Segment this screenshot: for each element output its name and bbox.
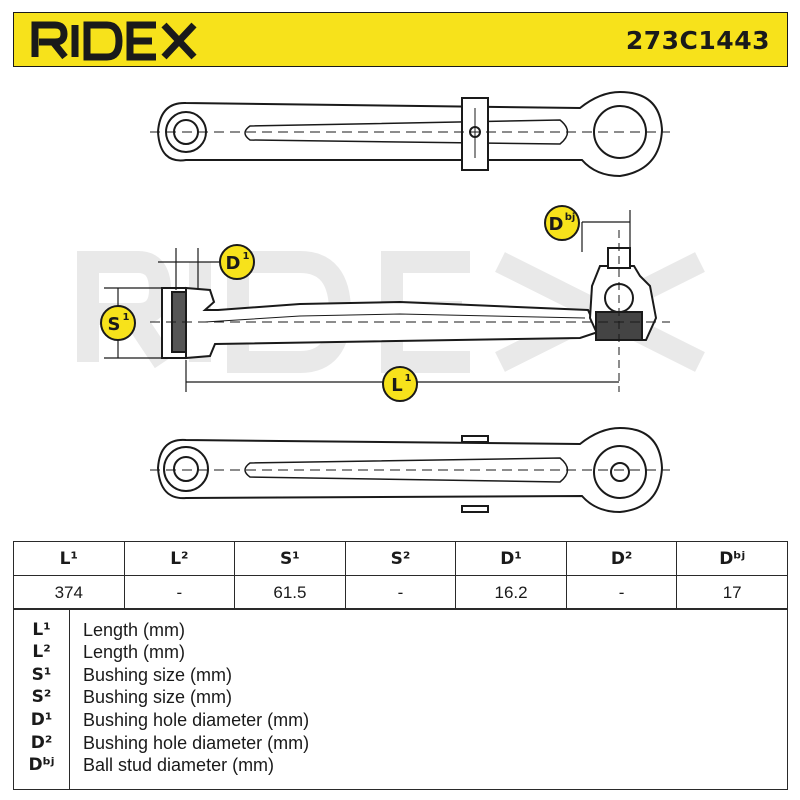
legend: L¹ Length (mm) L² Length (mm) S¹ Bushing… [13, 608, 788, 790]
spec-value-row: 374 - 61.5 - 16.2 - 17 [13, 575, 788, 610]
value-l1: 374 [13, 575, 125, 610]
ridex-logo [31, 21, 197, 61]
header-s2: S² [344, 541, 457, 576]
legend-item: D² Bushing hole diameter (mm) [14, 732, 787, 754]
legend-symbol: L² [32, 642, 51, 662]
callout-d1-base: D [226, 253, 241, 274]
spec-table: L¹ L² S¹ S² D¹ D² Dᵇʲ 374 - 61.5 - 16.2 … [13, 541, 788, 610]
callout-s1-base: S [108, 314, 121, 335]
legend-symbol: L¹ [32, 620, 51, 640]
value-l2: - [123, 575, 236, 610]
legend-divider [69, 609, 70, 789]
callout-d1: D 1 [219, 244, 255, 280]
callout-dbj-sup: bj [565, 212, 576, 223]
legend-item: D¹ Bushing hole diameter (mm) [14, 709, 787, 731]
value-s2: - [344, 575, 457, 610]
legend-item: Dᵇʲ Ball stud diameter (mm) [14, 754, 787, 776]
arm-side-view [150, 230, 670, 392]
header-s1: S¹ [234, 541, 346, 576]
header-d1: D¹ [455, 541, 567, 576]
spec-header-row: L¹ L² S¹ S² D¹ D² Dᵇʲ [13, 541, 788, 576]
callout-d1-sup: 1 [243, 251, 250, 262]
arm-top-view [150, 90, 670, 178]
value-dbj: 17 [676, 575, 788, 610]
header-bar: 273C1443 [13, 12, 788, 67]
legend-symbol: D¹ [30, 710, 53, 730]
part-number: 273C1443 [625, 26, 770, 55]
header-l1: L¹ [13, 541, 125, 576]
callout-s1-sup: 1 [123, 312, 130, 323]
legend-description: Bushing hole diameter (mm) [83, 710, 310, 730]
legend-symbol: S¹ [31, 665, 52, 685]
legend-description: Bushing size (mm) [83, 687, 233, 707]
legend-description: Ball stud diameter (mm) [83, 755, 275, 775]
value-s1: 61.5 [234, 575, 346, 610]
legend-item: L² Length (mm) [14, 641, 787, 663]
header-dbj: Dᵇʲ [676, 541, 788, 576]
callout-dbj-base: D [549, 214, 564, 235]
value-d1: 16.2 [455, 575, 567, 610]
legend-symbol: Dᵇʲ [28, 755, 55, 775]
legend-description: Length (mm) [83, 642, 186, 662]
legend-description: Bushing hole diameter (mm) [83, 733, 310, 753]
callout-s1: S 1 [100, 305, 136, 341]
header-d2: D² [565, 541, 678, 576]
control-arm-drawing: D bj D 1 S 1 L 1 [77, 90, 705, 514]
legend-description: Length (mm) [83, 620, 186, 640]
header-l2: L² [123, 541, 236, 576]
callout-l1: L 1 [382, 366, 418, 402]
legend-description: Bushing size (mm) [83, 665, 233, 685]
arm-bottom-view [150, 426, 670, 514]
legend-item: S¹ Bushing size (mm) [14, 664, 787, 686]
callout-l1-base: L [391, 375, 402, 396]
value-d2: - [565, 575, 678, 610]
legend-item: L¹ Length (mm) [14, 619, 787, 641]
legend-symbol: D² [30, 733, 53, 753]
legend-item: S² Bushing size (mm) [14, 686, 787, 708]
callout-l1-sup: 1 [405, 373, 412, 384]
legend-symbol: S² [31, 687, 52, 707]
callout-dbj: D bj [544, 205, 580, 241]
